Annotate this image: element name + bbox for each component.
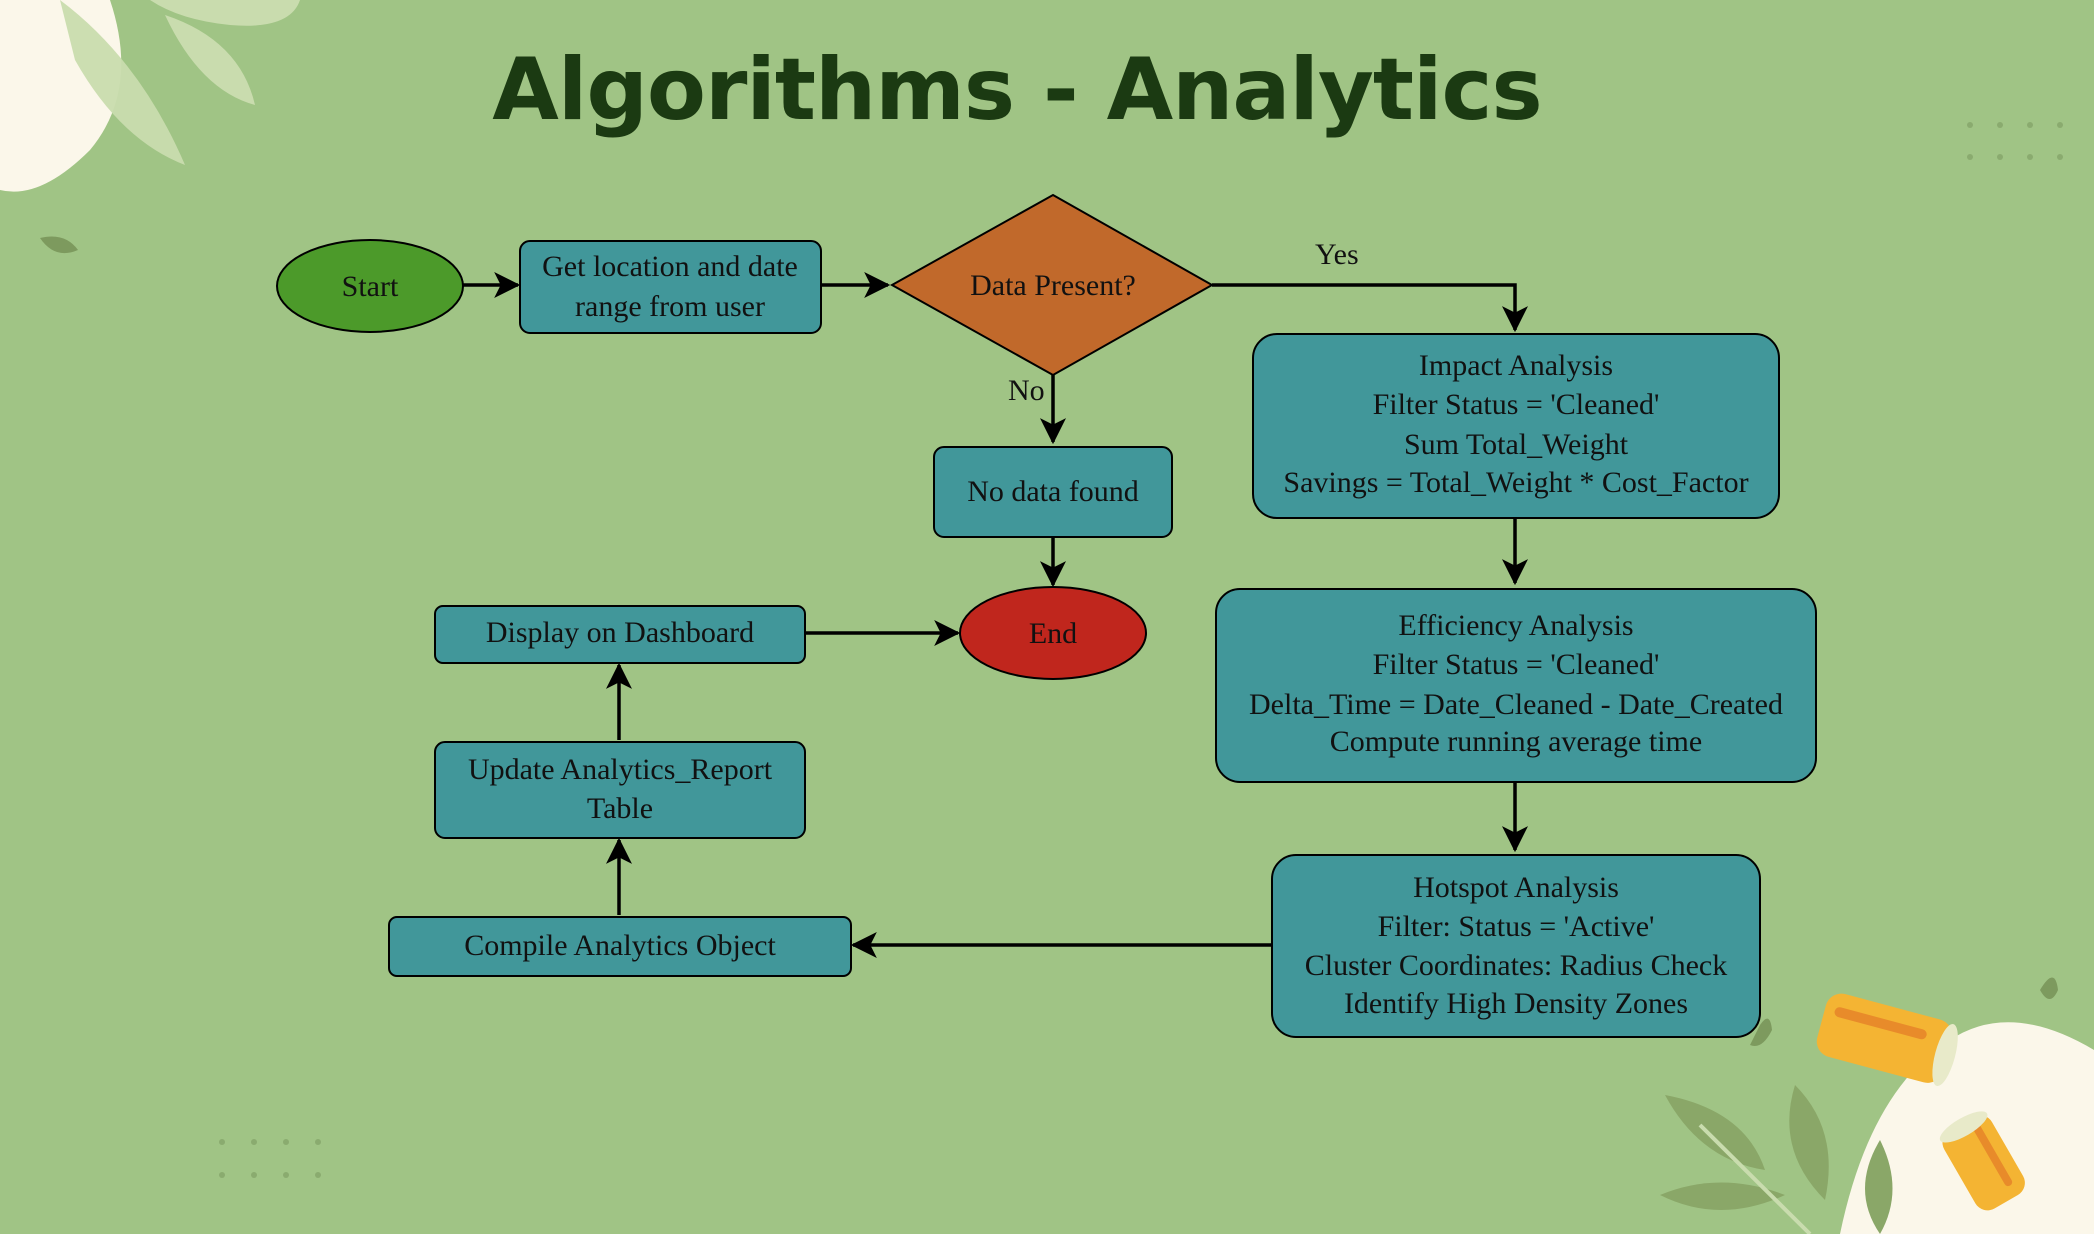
node-start-line: Start [342,270,399,303]
node-no-data: No data found [933,446,1173,538]
node-hotspot-line: Filter: Status = 'Active' [1378,910,1655,943]
node-update-line: Update Analytics_Report [468,753,773,786]
node-get-input-line: Get location and date [542,250,798,283]
leaf-icon [1660,1182,1785,1210]
leaf-icon [1865,1140,1893,1234]
node-impact-line: Filter Status = 'Cleaned' [1373,388,1660,421]
node-hotspot-analysis: Hotspot Analysis Filter: Status = 'Activ… [1271,854,1761,1038]
node-end: End [959,586,1147,680]
node-display: Display on Dashboard [434,605,806,664]
leaf-icon [150,0,300,26]
node-compile: Compile Analytics Object [388,916,852,977]
node-efficiency-line: Compute running average time [1330,725,1702,758]
leaf-icon [1789,1085,1829,1200]
edge-decision-yes [1212,283,1528,333]
node-update-line: Table [587,792,653,825]
leaf-icon [1665,1095,1765,1170]
node-decision: Data Present? [889,193,1215,377]
leaf-icon [165,15,255,105]
node-hotspot-line: Cluster Coordinates: Radius Check [1305,949,1727,982]
node-hotspot-line: Identify High Density Zones [1344,987,1688,1020]
edge-label-no: No [1008,374,1045,407]
node-efficiency-line: Efficiency Analysis [1398,609,1633,642]
node-start: Start [276,239,464,333]
leaf-icon [60,0,185,165]
dot-grid [219,122,2063,1178]
node-efficiency-analysis: Efficiency Analysis Filter Status = 'Cle… [1215,588,1817,783]
edge-label-yes: Yes [1315,238,1359,271]
page-title: Algorithms - Analytics [492,40,1542,140]
stem [1698,1123,1812,1234]
leaf-icon [2040,977,2058,999]
can-icon [1939,1111,2025,1211]
leaf-icon [40,236,78,254]
leaf-icon [1750,1018,1772,1046]
can-icon [1816,993,1958,1087]
node-impact-line: Savings = Total_Weight * Cost_Factor [1283,466,1748,499]
node-hotspot-line: Hotspot Analysis [1413,871,1619,904]
node-compile-line: Compile Analytics Object [464,929,776,962]
node-impact-line: Impact Analysis [1419,349,1613,382]
node-update: Update Analytics_Report Table [434,741,806,839]
node-decision-line: Data Present? [970,269,1136,302]
node-efficiency-line: Delta_Time = Date_Cleaned - Date_Created [1249,688,1783,721]
node-get-input: Get location and date range from user [519,240,822,334]
node-end-line: End [1029,617,1077,650]
node-impact-analysis: Impact Analysis Filter Status = 'Cleaned… [1252,333,1780,519]
node-impact-line: Sum Total_Weight [1404,428,1629,461]
node-no-data-line: No data found [967,475,1139,508]
node-get-input-line: range from user [575,290,765,323]
node-display-line: Display on Dashboard [486,616,754,649]
node-efficiency-line: Filter Status = 'Cleaned' [1373,648,1660,681]
